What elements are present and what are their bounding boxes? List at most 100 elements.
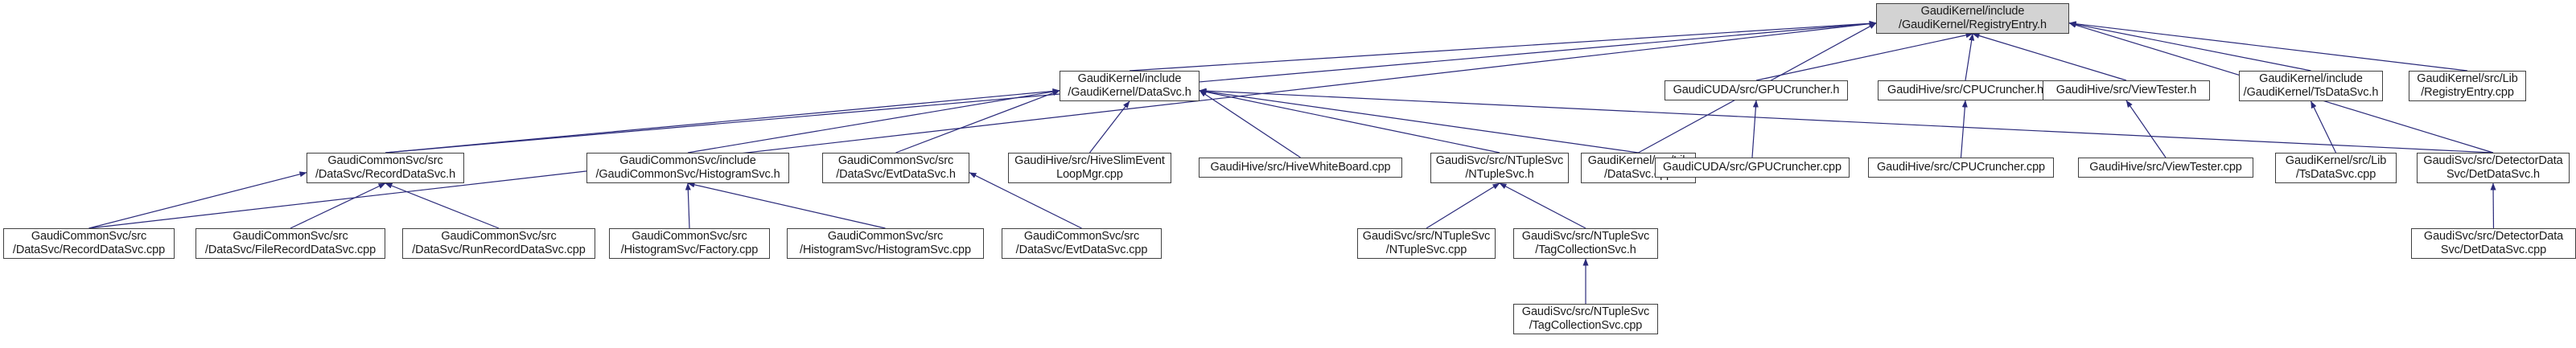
graph-node-gpucruncher_cpp[interactable]: GaudiCUDA/src/GPUCruncher.cpp <box>1655 158 1850 178</box>
graph-edge-tsdatasvc_h-to-root <box>2068 21 2311 72</box>
node-label-line1: GaudiSvc/src/NTupleSvc <box>1435 154 1564 167</box>
graph-node-registryentry_cpp[interactable]: GaudiKernel/src/Lib/RegistryEntry.cpp <box>2409 71 2526 101</box>
graph-edge-ntuplesvc_h-to-datasvc_h <box>1199 88 1500 154</box>
node-label-line2: /DataSvc/RunRecordDataSvc.cpp <box>412 244 586 256</box>
graph-node-viewtester_h[interactable]: GaudiHive/src/ViewTester.h <box>2043 80 2210 100</box>
graph-edge-registryentry_cpp-to-root <box>2068 21 2468 72</box>
node-label-line1: GaudiKernel/include <box>2259 72 2363 85</box>
graph-edge-recorddatasvc_h-to-datasvc_h <box>385 88 1060 154</box>
graph-node-datasvc_h[interactable]: GaudiKernel/include/GaudiKernel/DataSvc.… <box>1060 71 1200 101</box>
node-label-line1: GaudiCommonSvc/src <box>837 154 954 167</box>
node-label-line2: /DataSvc/FileRecordDataSvc.cpp <box>204 244 377 256</box>
graph-edge-filerecord_cpp-to-recorddatasvc_h <box>290 182 386 229</box>
graph-edge-gpucruncher_cpp-to-gpucruncher_h <box>1751 100 1759 158</box>
graph-node-tagcollection_cpp[interactable]: GaudiSvc/src/NTupleSvc/TagCollectionSvc.… <box>1513 304 1658 334</box>
node-label-line2: LoopMgr.cpp <box>1056 168 1123 181</box>
graph-node-recorddatasvc_h[interactable]: GaudiCommonSvc/src/DataSvc/RecordDataSvc… <box>307 153 464 183</box>
node-label-line1: GaudiHive/src/ViewTester.cpp <box>2089 161 2242 174</box>
graph-node-histogramsvc_h[interactable]: GaudiCommonSvc/include/GaudiCommonSvc/Hi… <box>586 153 789 183</box>
graph-node-ntuplesvc_cpp[interactable]: GaudiSvc/src/NTupleSvc/NTupleSvc.cpp <box>1357 228 1496 259</box>
graph-edge-gpucruncher_h-to-root <box>1755 32 1973 81</box>
graph-node-evtdatasvc_h[interactable]: GaudiCommonSvc/src/DataSvc/EvtDataSvc.h <box>822 153 969 183</box>
graph-node-tsdatasvc_h[interactable]: GaudiKernel/include/GaudiKernel/TsDataSv… <box>2239 71 2383 101</box>
node-label-line2: /DataSvc/EvtDataSvc.h <box>836 168 956 181</box>
graph-node-filerecord_cpp[interactable]: GaudiCommonSvc/src/DataSvc/FileRecordDat… <box>195 228 385 259</box>
node-label-line1: GaudiCommonSvc/src <box>827 230 944 243</box>
graph-node-root[interactable]: GaudiKernel/include/GaudiKernel/Registry… <box>1876 3 2069 34</box>
node-label-line2: /RegistryEntry.cpp <box>2421 86 2514 99</box>
graph-edge-histogramsvc_cpp-to-histogramsvc_h <box>687 182 886 229</box>
graph-node-evtdatasvc_cpp[interactable]: GaudiCommonSvc/src/DataSvc/EvtDataSvc.cp… <box>1002 228 1162 259</box>
node-label-line1: GaudiHive/src/ViewTester.h <box>2055 84 2197 96</box>
graph-edge-histogramsvc_h-to-datasvc_h <box>687 88 1060 154</box>
node-label-line1: GaudiSvc/src/NTupleSvc <box>1521 305 1650 318</box>
node-label-line2: /GaudiKernel/TsDataSvc.h <box>2243 86 2379 99</box>
node-label-line2: /DataSvc/EvtDataSvc.cpp <box>1015 244 1148 256</box>
graph-node-tagcollection_h[interactable]: GaudiSvc/src/NTupleSvc/TagCollectionSvc.… <box>1513 228 1658 259</box>
graph-edge-tsdatasvc_cpp-to-tsdatasvc_h <box>2310 100 2337 154</box>
node-label-line1: GaudiKernel/src/Lib <box>2417 72 2518 85</box>
node-label-line1: GaudiSvc/src/NTupleSvc <box>1362 230 1491 243</box>
graph-node-gpucruncher_h[interactable]: GaudiCUDA/src/GPUCruncher.h <box>1665 80 1848 100</box>
node-label-line2: /NTupleSvc.h <box>1465 168 1534 181</box>
graph-edge-runrecord_cpp-to-recorddatasvc_h <box>385 182 500 229</box>
node-label-line1: GaudiCommonSvc/src <box>632 230 747 243</box>
node-label-line1: GaudiSvc/src/DetectorData <box>2423 230 2564 243</box>
node-label-line1: GaudiCommonSvc/src <box>441 230 557 243</box>
node-label-line1: GaudiCommonSvc/src <box>327 154 443 167</box>
graph-edge-cpucruncher_cpp-to-cpucruncher_h <box>1960 100 1968 158</box>
graph-edge-viewtester_h-to-root <box>1972 33 2127 81</box>
graph-node-histogramsvc_cpp[interactable]: GaudiCommonSvc/src/HistogramSvc/Histogra… <box>787 228 984 259</box>
node-label-line2: /DataSvc/RecordDataSvc.cpp <box>12 244 166 256</box>
graph-edge-ntuplesvc_cpp-to-ntuplesvc_h <box>1426 182 1500 229</box>
graph-edge-recorddatasvc_cpp-to-recorddatasvc_h <box>88 171 307 229</box>
node-label-line1: GaudiCommonSvc/src <box>232 230 348 243</box>
node-label-line1: GaudiHive/src/CPUCruncher.cpp <box>1876 161 2046 174</box>
graph-node-ntuplesvc_h[interactable]: GaudiSvc/src/NTupleSvc/NTupleSvc.h <box>1430 153 1569 183</box>
graph-edge-factory_cpp-to-histogramsvc_h <box>685 182 691 229</box>
node-label-line1: GaudiKernel/include <box>1077 72 1182 85</box>
node-label-line1: GaudiSvc/src/DetectorData <box>2423 154 2563 167</box>
node-label-line2: /DataSvc/RecordDataSvc.h <box>315 168 456 181</box>
node-label-line1: GaudiSvc/src/NTupleSvc <box>1521 230 1650 243</box>
node-label-line2: /HistogramSvc/HistogramSvc.cpp <box>800 244 971 256</box>
graph-edge-tagcollection_h-to-ntuplesvc_h <box>1499 182 1586 229</box>
node-label-line1: GaudiCommonSvc/src <box>1023 230 1140 243</box>
graph-node-cpucruncher_h[interactable]: GaudiHive/src/CPUCruncher.h <box>1878 80 2053 100</box>
node-label-line2: /NTupleSvc.cpp <box>1385 244 1467 256</box>
node-label-line1: GaudiHive/src/HiveSlimEvent <box>1014 154 1165 167</box>
graph-edge-hivewhiteboard_cpp-to-datasvc_h <box>1199 90 1301 158</box>
graph-node-tsdatasvc_cpp[interactable]: GaudiKernel/src/Lib/TsDataSvc.cpp <box>2275 153 2397 183</box>
graph-edge-cpucruncher_h-to-root <box>1965 33 1975 81</box>
node-label-line2: /GaudiCommonSvc/HistogramSvc.h <box>595 168 780 181</box>
graph-node-hivewhiteboard_cpp[interactable]: GaudiHive/src/HiveWhiteBoard.cpp <box>1199 158 1402 178</box>
graph-edge-recorddatasvc_cpp-to-root <box>88 21 1877 229</box>
graph-edge-datasvc_cpp-to-datasvc_h <box>1199 88 1639 154</box>
graph-edge-datasvc_h-to-root <box>1129 20 1877 72</box>
node-label-line1: GaudiCUDA/src/GPUCruncher.h <box>1673 84 1840 96</box>
graph-node-viewtester_cpp[interactable]: GaudiHive/src/ViewTester.cpp <box>2078 158 2253 178</box>
node-label-line2: /TsDataSvc.cpp <box>2295 168 2376 181</box>
graph-node-recorddatasvc_cpp[interactable]: GaudiCommonSvc/src/DataSvc/RecordDataSvc… <box>3 228 175 259</box>
graph-edge-viewtester_cpp-to-viewtester_h <box>2125 100 2167 158</box>
node-label-line1: GaudiCommonSvc/include <box>619 154 756 167</box>
node-label-line1: GaudiCommonSvc/src <box>31 230 147 243</box>
node-label-line2: /TagCollectionSvc.h <box>1535 244 1636 256</box>
node-label-line2: Svc/DetDataSvc.h <box>2446 168 2541 181</box>
graph-node-runrecord_cpp[interactable]: GaudiCommonSvc/src/DataSvc/RunRecordData… <box>402 228 595 259</box>
node-label-line2: Svc/DetDataSvc.cpp <box>2440 244 2547 256</box>
graph-edge-hiveslim_cpp-to-datasvc_h <box>1089 100 1130 154</box>
graph-edge-detdatasvc_cpp-to-detdatasvc_h <box>2490 182 2496 229</box>
node-label-line1: GaudiHive/src/CPUCruncher.h <box>1887 84 2043 96</box>
node-label-line1: GaudiKernel/src/Lib <box>2285 154 2387 167</box>
node-label-line1: GaudiCUDA/src/GPUCruncher.cpp <box>1663 161 1841 174</box>
node-label-line2: /GaudiKernel/RegistryEntry.h <box>1899 18 2047 31</box>
graph-node-factory_cpp[interactable]: GaudiCommonSvc/src/HistogramSvc/Factory.… <box>609 228 770 259</box>
node-label-line1: GaudiHive/src/HiveWhiteBoard.cpp <box>1210 161 1391 174</box>
graph-node-cpucruncher_cpp[interactable]: GaudiHive/src/CPUCruncher.cpp <box>1868 158 2054 178</box>
node-label-line2: /HistogramSvc/Factory.cpp <box>620 244 759 256</box>
node-label-line1: GaudiKernel/include <box>1920 5 2025 18</box>
